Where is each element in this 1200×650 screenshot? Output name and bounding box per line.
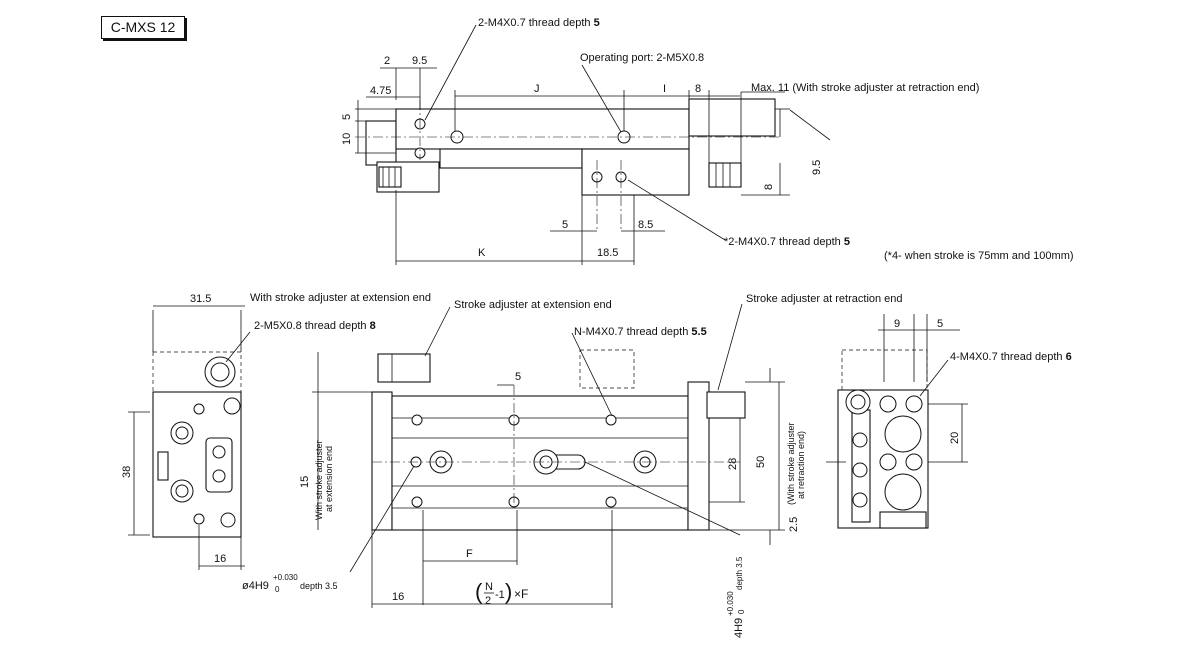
callout-thread-bottom: *2-M4X0.7 thread depth 5 — [724, 236, 850, 248]
dim-5-vertical: 5 — [341, 114, 353, 120]
dim-J: J — [534, 83, 540, 95]
dim-4-75: 4.75 — [370, 85, 391, 97]
dim-2: 2 — [384, 55, 390, 67]
bottom-view: 15 5 F 16 28 50 2.5 ( N 2 -1 ) ×F Stroke… — [242, 293, 903, 638]
svg-text:2: 2 — [485, 595, 491, 607]
svg-text:(: ( — [475, 579, 483, 604]
vertical-label-ret: (With stroke adjuster at retraction end) — [786, 422, 806, 505]
vertical-label-ext: With stroke adjuster at extension end — [314, 440, 334, 520]
dim-F: F — [466, 548, 473, 560]
stroke-note: (*4- when stroke is 75mm and 100mm) — [884, 250, 1074, 262]
dim-28: 28 — [727, 458, 739, 470]
callout-adjuster-ext: Stroke adjuster at extension end — [454, 299, 612, 311]
svg-text:N: N — [485, 581, 493, 593]
dim-5-center: 5 — [515, 371, 521, 383]
svg-text:With stroke adjuster: With stroke adjuster — [314, 440, 324, 520]
dim-10-vertical: 10 — [341, 133, 353, 145]
adjuster-right — [708, 162, 742, 188]
dim-5-right: 5 — [937, 318, 943, 330]
dim-I: I — [663, 83, 666, 95]
dim-8-right: 8 — [763, 184, 775, 190]
svg-text:0: 0 — [275, 585, 280, 594]
left-end-view: 31.5 38 16 With stroke adjuster at exten… — [121, 292, 431, 570]
svg-text:depth 3.5: depth 3.5 — [735, 556, 744, 590]
dim-K: K — [478, 247, 486, 259]
svg-text:-1: -1 — [495, 589, 505, 601]
adjuster-ext — [377, 353, 431, 383]
svg-text:at extension end: at extension end — [324, 446, 334, 512]
callout-nm4-thread: N-M4X0.7 thread depth 5.5 — [574, 326, 707, 338]
dim-18-5: 18.5 — [597, 247, 618, 259]
dim-16-bottom: 16 — [392, 591, 404, 603]
svg-text:4H9: 4H9 — [733, 618, 745, 638]
callout-max-11: Max. 11 (With stroke adjuster at retract… — [751, 82, 979, 94]
dim-31-5: 31.5 — [190, 293, 211, 305]
callout-4h9: 4H9 +0.030 0 depth 3.5 — [726, 556, 746, 638]
callout-thread-top: 2-M4X0.7 thread depth 5 — [478, 17, 600, 29]
dim-9: 9 — [894, 318, 900, 330]
port-block — [205, 437, 233, 493]
svg-text:+0.030: +0.030 — [273, 573, 298, 582]
svg-text:): ) — [505, 579, 512, 604]
svg-text:depth 3.5: depth 3.5 — [300, 581, 338, 591]
dim-16: 16 — [214, 553, 226, 565]
right-side-view: 9 5 20 4-M4X0.7 thread depth 6 — [826, 314, 1072, 529]
callout-adjuster-ret: Stroke adjuster at retraction end — [746, 293, 903, 305]
callout-4m4-thread: 4-M4X0.7 thread depth 6 — [950, 351, 1072, 363]
formula-n-over-2: ( N 2 -1 ) ×F — [475, 579, 528, 607]
svg-text:0: 0 — [737, 609, 746, 614]
dim-8: 8 — [695, 83, 701, 95]
dim-20: 20 — [949, 432, 961, 444]
callout-operating-port: Operating port: 2-M5X0.8 — [580, 52, 704, 64]
callout-with-adjuster-ext: With stroke adjuster at extension end — [250, 292, 431, 304]
dim-2-5: 2.5 — [788, 517, 800, 532]
callout-m5-thread: 2-M5X0.8 thread depth 8 — [254, 320, 376, 332]
svg-text:ø4H9: ø4H9 — [242, 580, 269, 592]
dim-8-5: 8.5 — [638, 219, 653, 231]
svg-text:×F: ×F — [514, 587, 528, 601]
dim-9-5: 9.5 — [412, 55, 427, 67]
dim-9-5-right: 9.5 — [811, 160, 823, 175]
dim-38: 38 — [121, 466, 133, 478]
stopper-bolt — [378, 166, 402, 188]
dim-50: 50 — [755, 456, 767, 468]
body-block — [581, 148, 690, 196]
svg-text:+0.030: +0.030 — [726, 591, 735, 616]
top-view: 2 9.5 4.75 J I 8 5 10 9.5 8 5 8.5 K 18.5… — [341, 17, 1074, 265]
table-body — [395, 108, 690, 150]
adjuster-ret — [706, 391, 746, 419]
dim-5-bottom: 5 — [562, 219, 568, 231]
dim-15: 15 — [299, 476, 311, 488]
table-right — [688, 98, 776, 137]
body-lower — [439, 148, 583, 169]
svg-text:at retraction end): at retraction end) — [796, 431, 806, 499]
svg-text:(With stroke adjuster: (With stroke adjuster — [786, 422, 796, 505]
end-plate — [365, 120, 397, 166]
model-title: C-MXS 12 — [101, 16, 185, 39]
callout-phi4h9: ø4H9 +0.030 0 depth 3.5 — [242, 573, 338, 594]
